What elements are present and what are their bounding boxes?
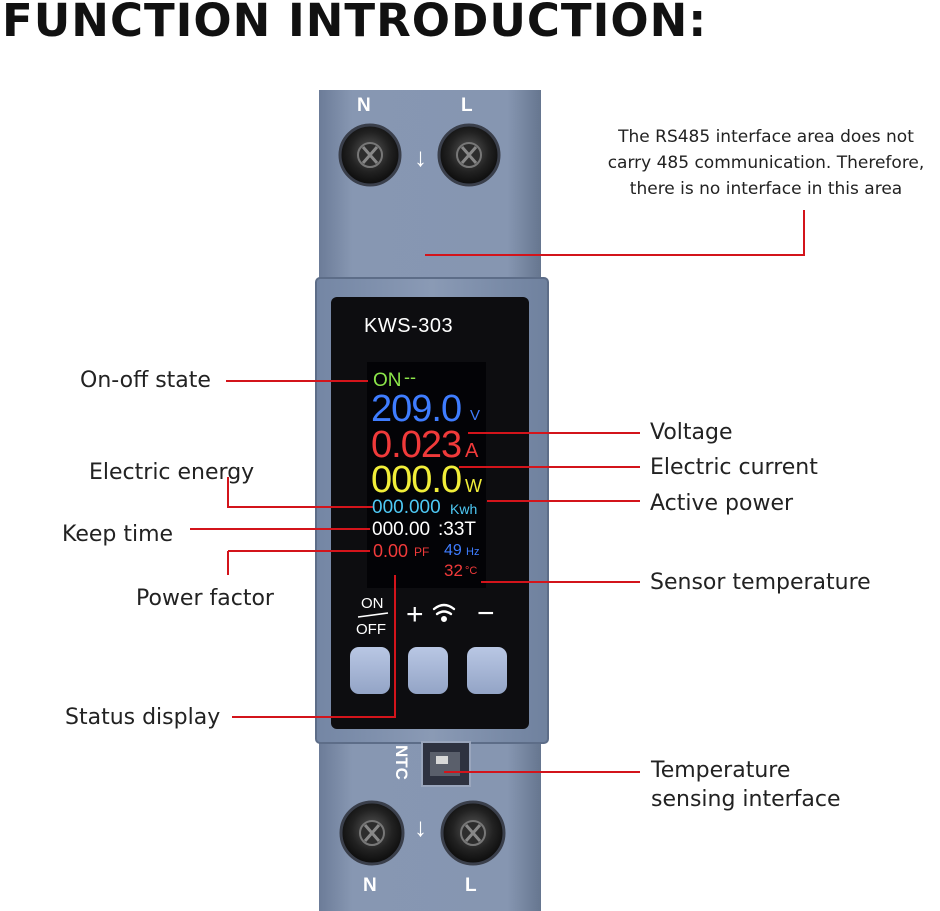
terminal-l-top: L (461, 95, 473, 116)
current-reading: 0.023 (371, 424, 462, 466)
onoff-label-on: ON (361, 595, 384, 612)
ntc-label: NTC (392, 745, 411, 780)
frequency-reading: 49 (444, 542, 462, 559)
arrow-down-icon: ↓ (414, 142, 427, 172)
terminal-l-bottom: L (465, 875, 477, 896)
wifi-icon (432, 603, 456, 623)
page-title: FUNCTION INTRODUCTION: (2, 0, 708, 47)
energy-unit: Kwh (450, 501, 478, 517)
label-power-factor: Power factor (136, 586, 274, 611)
label-keep-time: Keep time (62, 522, 174, 547)
state-mark: -- (404, 367, 416, 387)
lcd-screen (367, 362, 486, 588)
terminal-n-top: N (357, 95, 371, 116)
callout-lines (190, 210, 805, 773)
label-status-display: Status display (65, 705, 221, 730)
terminal-n-bottom: N (363, 875, 377, 896)
top-terminal-screws (338, 123, 501, 187)
bottom-terminal-screws (339, 800, 506, 866)
onoff-button (350, 647, 390, 694)
label-electric-energy: Electric energy (89, 460, 255, 485)
frequency-unit: Hz (466, 546, 480, 558)
temperature-unit: °C (465, 565, 478, 577)
rs485-note: The RS485 interface area does not carry … (607, 127, 925, 199)
temperature-reading: 32 (444, 561, 463, 580)
power-reading: 000.0 (371, 459, 462, 501)
label-voltage: Voltage (650, 420, 733, 445)
voltage-unit: V (470, 407, 481, 424)
onoff-label-off: OFF (356, 621, 386, 638)
plus-button (408, 647, 448, 694)
label-temperature-sensing-1: Temperature (651, 758, 791, 783)
upper-housing (319, 90, 541, 290)
time-suffix: :33T (438, 519, 477, 540)
label-temperature-sensing-2: sensing interface (651, 787, 841, 812)
pf-reading: 0.00 (373, 541, 409, 561)
energy-reading: 000.000 (372, 497, 441, 518)
ntc-port (421, 741, 471, 787)
time-reading: 000.00 (372, 519, 431, 540)
current-unit: A (465, 440, 479, 462)
minus-label: − (477, 597, 495, 630)
state-reading: ON (373, 370, 402, 391)
label-sensor-temperature: Sensor temperature (650, 570, 871, 595)
label-active-power: Active power (650, 491, 794, 516)
voltage-reading: 209.0 (371, 388, 462, 430)
arrow-down-icon: ↓ (414, 812, 427, 842)
plus-label: + (406, 598, 424, 631)
power-unit: W (465, 476, 482, 496)
label-on-off-state: On-off state (80, 368, 211, 393)
minus-button (467, 647, 507, 694)
label-electric-current: Electric current (650, 455, 818, 480)
pf-unit: PF (414, 545, 430, 559)
onoff-divider (357, 612, 389, 618)
model-label: KWS-303 (364, 315, 454, 337)
